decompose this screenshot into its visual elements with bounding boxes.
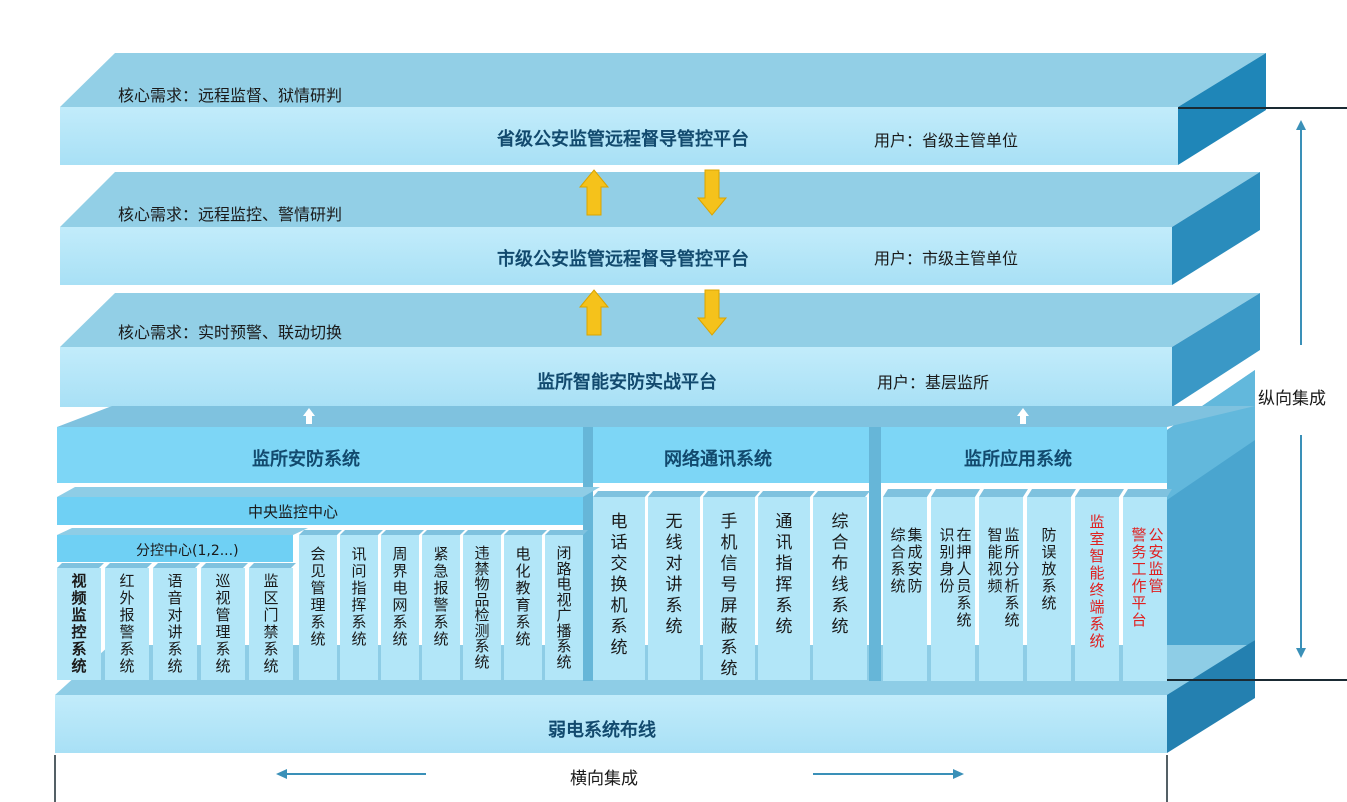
application-section-label: 监所应用系统 xyxy=(964,449,1072,470)
text-column: 公安监管 xyxy=(1148,526,1164,595)
prison-platform-slab xyxy=(60,293,1260,407)
up-arrow-icon xyxy=(578,169,610,216)
wireless-intercom-system: 无线对讲系统 xyxy=(665,512,683,637)
application-columns xyxy=(883,489,1172,681)
network-section-label: 网络通讯系统 xyxy=(664,449,772,470)
police-work-platform: 公安监管警务工作平台 xyxy=(1126,527,1164,629)
down-arrow-icon xyxy=(696,289,728,336)
phone-signal-shield-system: 手机信号屏蔽系统 xyxy=(720,512,738,679)
system-label: 红外报警系统 xyxy=(119,572,135,675)
system-label: 监区门禁系统 xyxy=(263,572,279,675)
phone-exchange-system: 电话交换机系统 xyxy=(610,512,628,658)
central-monitor-bar xyxy=(57,497,583,525)
small-up-arrow-icon xyxy=(303,408,315,424)
province-platform-title: 省级公安监管远程督导管控平台 xyxy=(497,129,749,150)
up-arrow-icon xyxy=(578,289,610,336)
detainee-identity-system: 在押人员识别身份系统 xyxy=(934,527,972,629)
text-column: 系统 xyxy=(956,594,972,629)
network-columns xyxy=(593,491,870,680)
integrated-security-system: 集成综合安防系统 xyxy=(887,527,923,595)
electronic-education-system: 电化教育系统 xyxy=(515,545,531,648)
emergency-alarm-system: 紧急报警系统 xyxy=(433,545,449,648)
voice-intercom-system: 语音对讲系统 xyxy=(155,573,195,675)
sub-monitor-bar xyxy=(57,535,293,562)
province-platform-slab xyxy=(60,53,1266,165)
text-column: 智能 xyxy=(987,526,1003,561)
meeting-management-system: 会见管理系统 xyxy=(310,545,326,648)
city-user: 用户：市级主管单位 xyxy=(874,249,1019,268)
system-label: 视频监控系统 xyxy=(71,572,87,675)
communication-command-system: 通讯指挥系统 xyxy=(775,512,793,637)
security-short-columns xyxy=(57,563,296,680)
network-section-header xyxy=(593,427,869,483)
integrated-cabling-system: 综合布线系统 xyxy=(831,512,849,637)
text-column: 分析 xyxy=(1004,560,1020,595)
text-column: 识别身份 xyxy=(939,526,955,595)
text-column: 视频 xyxy=(987,560,1003,595)
cell-smart-terminal-system: 监室智能终端系统 xyxy=(1089,513,1105,650)
application-section-header xyxy=(881,427,1167,483)
system-label: 语音对讲系统 xyxy=(167,572,183,675)
cabling-base-label: 弱电系统布线 xyxy=(548,720,656,741)
text-column: 工作平台 xyxy=(1131,560,1147,629)
security-tall-columns xyxy=(299,530,588,680)
text-column: 在押人员 xyxy=(956,526,972,595)
cctv-broadcast-system: 闭路电视广播系统 xyxy=(556,544,572,671)
text-column: 安防 xyxy=(907,560,923,595)
patrol-management-system: 巡视管理系统 xyxy=(203,573,243,675)
system-label: 巡视管理系统 xyxy=(215,572,231,675)
security-section-header xyxy=(57,427,583,483)
text-column: 系统 xyxy=(1004,594,1020,629)
anti-misrelease-system: 防误放系统 xyxy=(1041,526,1057,612)
text-column: 集成 xyxy=(907,526,923,561)
contraband-detection-system: 违禁物品检测系统 xyxy=(474,544,490,671)
horizontal-integration-label: 横向集成 xyxy=(570,769,638,789)
video-monitor-system: 视频监控系统 xyxy=(59,573,99,675)
access-control-system: 监区门禁系统 xyxy=(251,573,291,675)
city-platform-title: 市级公安监管远程督导管控平台 xyxy=(497,249,749,270)
text-column: 综合 xyxy=(890,526,906,561)
security-section-label: 监所安防系统 xyxy=(252,449,360,470)
down-arrow-icon xyxy=(696,169,728,216)
sub-monitor-label: 分控中心(1,2...) xyxy=(136,543,239,559)
vertical-integration-label: 纵向集成 xyxy=(1258,389,1326,409)
text-column: 监所 xyxy=(1004,526,1020,561)
perimeter-grid-system: 周界电网系统 xyxy=(392,545,408,648)
city-platform-slab xyxy=(60,172,1260,285)
province-need: 核心需求：远程监督、狱情研判 xyxy=(118,86,343,105)
infrared-alarm-system: 红外报警系统 xyxy=(107,573,147,675)
interrogation-command-system: 讯问指挥系统 xyxy=(351,545,367,648)
central-monitor-label: 中央监控中心 xyxy=(248,503,339,521)
city-need: 核心需求：远程监控、警情研判 xyxy=(118,205,343,224)
horizontal-axis-arrow-icon xyxy=(276,769,964,779)
prison-need: 核心需求：实时预警、联动切换 xyxy=(118,323,343,342)
prison-user: 用户：基层监所 xyxy=(877,373,990,392)
small-up-arrow-icon xyxy=(1017,408,1029,424)
prison-platform-title: 监所智能安防实战平台 xyxy=(537,372,717,393)
vertical-axis-arrow-icon xyxy=(1296,120,1306,658)
text-column: 警务 xyxy=(1131,526,1147,561)
text-column: 系统 xyxy=(890,560,906,595)
video-analysis-system: 监所智能分析视频系统 xyxy=(982,527,1020,629)
province-user: 用户：省级主管单位 xyxy=(874,131,1019,150)
